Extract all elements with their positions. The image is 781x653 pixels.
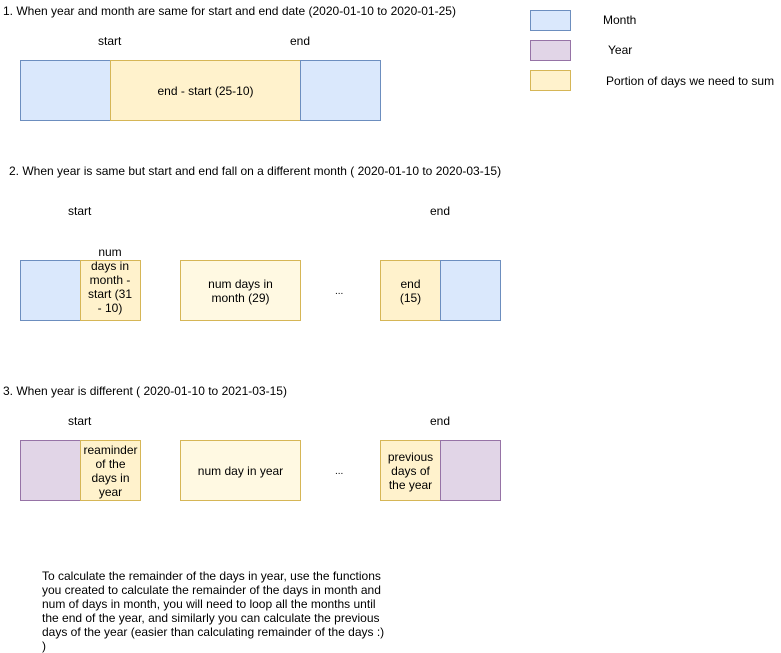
case3-ellipsis: ...: [335, 466, 344, 477]
case2-middle-label: num days in month (29): [208, 276, 273, 305]
case3-title: 3. When year is different ( 2020-01-10 t…: [3, 384, 287, 398]
case1-start-month-box: [20, 60, 111, 121]
case3-end-label: end: [430, 414, 451, 428]
case3-end-year-box: [440, 440, 501, 501]
case2-middle-box: num days in month (29): [180, 260, 301, 321]
legend-year-swatch: [530, 40, 571, 61]
case3-start-year-box: [20, 440, 81, 501]
case3-middle-box: num day in year: [180, 440, 301, 501]
case1-end-label: end: [290, 34, 311, 48]
case3-last-portion-label: previous days of the year: [387, 449, 434, 492]
case2-last-portion-label: end (15): [399, 276, 422, 305]
case2-ellipsis: ...: [335, 286, 344, 297]
case2-start-label: start: [68, 204, 92, 218]
case1-start-label: start: [98, 34, 122, 48]
case3-first-portion-box: reaminder of the days in year: [80, 440, 141, 501]
case2-first-portion-label: num days in month - start (31 - 10): [87, 245, 132, 315]
legend-month-swatch: [530, 10, 571, 31]
case2-start-month-box: [20, 260, 81, 321]
case2-end-month-box: [440, 260, 501, 321]
explanation-note: To calculate the remainder of the days i…: [42, 569, 385, 653]
case2-last-portion-box: end (15): [380, 260, 441, 321]
case2-end-label: end: [430, 204, 451, 218]
case1-end-month-box: [300, 60, 381, 121]
legend-year-label: Year: [608, 43, 633, 57]
legend-portion-swatch: [530, 70, 571, 91]
case2-first-portion-box: [80, 260, 141, 321]
case3-middle-label: num day in year: [197, 463, 284, 478]
case3-start-label: start: [68, 414, 92, 428]
case1-title: 1. When year and month are same for star…: [3, 4, 456, 18]
legend-portion-label: Portion of days we need to sum: [606, 74, 775, 88]
case3-last-portion-box: previous days of the year: [380, 440, 441, 501]
case1-days-box: end - start (25-10): [110, 60, 301, 121]
legend-month-label: Month: [603, 13, 637, 27]
case3-first-portion-label: reaminder of the days in year: [83, 442, 138, 499]
case1-days-label: end - start (25-10): [157, 83, 254, 98]
case2-title: 2. When year is same but start and end f…: [9, 164, 502, 178]
